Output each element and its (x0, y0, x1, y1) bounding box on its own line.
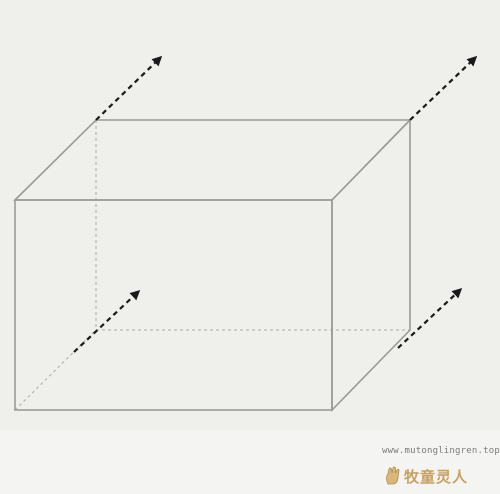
front-face (14, 199, 333, 411)
top-face (13, 119, 412, 201)
watermark-url: www.mutonglingren.top (382, 446, 500, 456)
watermark-logo: 牧童灵人 (384, 464, 496, 488)
arrow-inner-left (73, 289, 141, 353)
watermark-brand: 牧童灵人 (404, 468, 469, 486)
cuboid-diagram (13, 55, 478, 412)
right-face (331, 118, 411, 412)
arrow-top-left (95, 55, 163, 121)
arrow-top-right (409, 55, 478, 121)
hand-icon (386, 466, 400, 485)
hidden-edge-depth-bottom-left (14, 329, 97, 411)
arrow-bottom-right (397, 287, 463, 349)
